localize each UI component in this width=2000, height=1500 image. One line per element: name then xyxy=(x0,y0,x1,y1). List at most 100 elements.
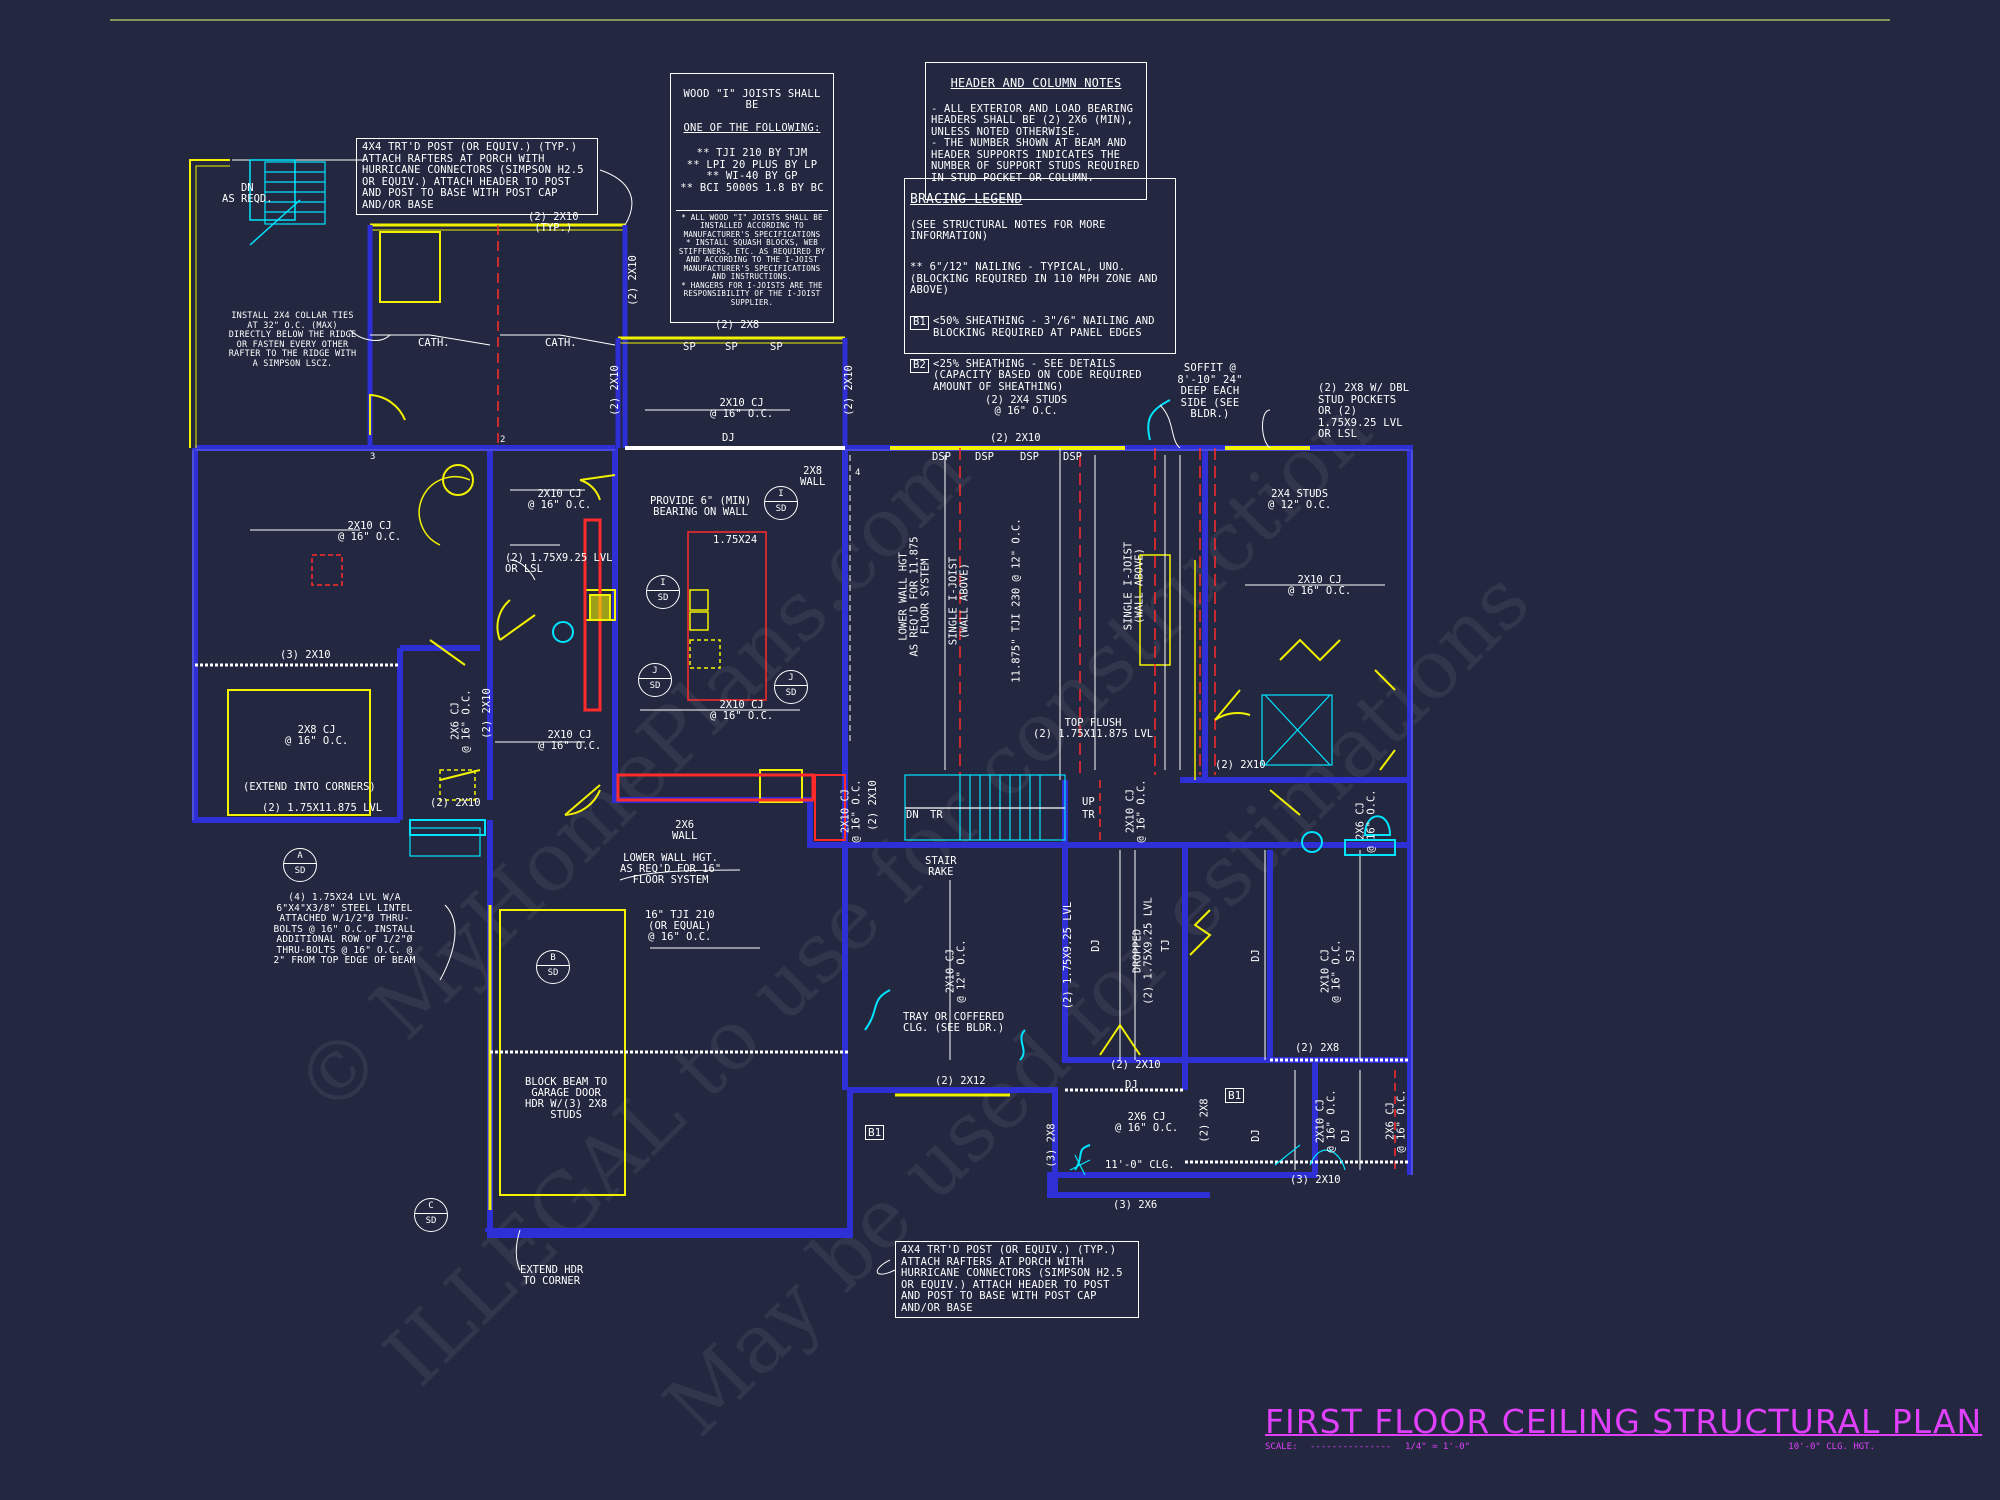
detail-6-top: B xyxy=(537,951,569,966)
label-v-2x10-cj-b: 2x10 CJ @ 16" O.C. xyxy=(1124,779,1148,843)
label-sp-1: SP xyxy=(683,341,696,353)
ceiling-height: 10'-0" CLG. HGT. xyxy=(1788,1442,1875,1452)
note-leaders xyxy=(349,169,1271,1275)
label-cj-pantry: 2x10 CJ @ 16" O.C. xyxy=(538,729,602,752)
label-dj-3: DJ xyxy=(1125,1079,1138,1091)
bracing-legend: BRACING LEGEND (SEE STRUCTURAL NOTES FOR… xyxy=(904,178,1176,392)
label-v-2x10-c: (2) 2x10 xyxy=(842,365,855,416)
label-bearing: PROVIDE 6" (MIN) BEARING ON WALL xyxy=(650,495,752,518)
ijoist-options: ** TJI 210 BY TJM ** LPI 20 PLUS BY LP *… xyxy=(680,147,824,194)
label-extend-hdr: EXTEND HDR TO CORNER xyxy=(520,1264,584,1287)
label-v-2x10-cj-stair: 2x10 CJ @ 16" O.C. xyxy=(839,779,863,843)
label-lower-wall-1: LOWER WALL HGT AS REQ'D FOR 11.875 FLOOR… xyxy=(897,536,932,657)
label-block-beam: BLOCK BEAM TO GARAGE DOOR HDR w/(3) 2x8 … xyxy=(525,1076,608,1121)
label-up: UP xyxy=(1082,796,1095,808)
label-v-cj-mb3: 2x6 CJ @ 16" O.C. xyxy=(1384,1089,1408,1153)
label-clg-11: 11'-0" CLG. xyxy=(1105,1159,1175,1171)
label-extend-corners: (EXTEND INTO CORNERS) xyxy=(243,781,376,793)
label-h-2x10-hall: (2) 2x10 xyxy=(1110,1059,1161,1071)
ijoist-heading-2: ONE OF THE FOLLOWING: xyxy=(683,122,821,134)
label-stair-rake: STAIR RAKE xyxy=(925,855,957,878)
label-cj-porch-b: 2x6 CJ @ 16" O.C. xyxy=(1115,1111,1179,1134)
detail-callout-3: J SD xyxy=(638,663,672,697)
cyan-leaders xyxy=(409,399,1396,1171)
detail-callout-5: A SD xyxy=(283,848,317,882)
header-column-heading: HEADER AND COLUMN NOTES xyxy=(950,75,1122,90)
label-h-3-2x10: (3) 2x10 xyxy=(280,649,331,661)
ijoist-note: WOOD "I" JOISTS SHALL BE ONE OF THE FOLL… xyxy=(670,73,834,323)
label-b1-b: B1 xyxy=(1225,1088,1245,1103)
label-dn: DN xyxy=(906,809,919,821)
label-tray: TRAY OR COFFERED CLG. (SEE BLDR.) xyxy=(903,1011,1005,1034)
detail-callout-2: I SD xyxy=(646,575,680,609)
detail-3-top: J xyxy=(639,664,671,679)
label-cj-left-big: 2x10 CJ @ 16" O.C. xyxy=(338,520,402,543)
label-cj-garage-top: 2x8 CJ @ 16" O.C. xyxy=(285,724,349,747)
label-dj-1: DJ xyxy=(722,432,735,444)
detail-3-bottom: SD xyxy=(649,681,661,691)
bracing-b2-text: <25% SHEATHING - SEE DETAILS (CAPACITY B… xyxy=(933,357,1142,393)
label-cath-1: CATH. xyxy=(418,337,450,349)
water-heater xyxy=(442,464,474,496)
label-v-2x6-cj: 2x6 CJ @ 16" O.C. xyxy=(449,689,473,753)
detail-1-top: I xyxy=(765,487,797,502)
detail-1-bottom: SD xyxy=(775,504,787,514)
label-cj-kitchen: 2x10 CJ @ 16" O.C. xyxy=(710,699,774,722)
detail-callout-7: C SD xyxy=(414,1198,448,1232)
detail-4-bottom: SD xyxy=(785,688,797,698)
label-tji-210: 16" TJI 210 (OR EQUAL) @ 16" O.C. xyxy=(645,909,715,943)
header-column-notes: HEADER AND COLUMN NOTES - ALL EXTERIOR A… xyxy=(925,62,1147,200)
label-tr-1: TR xyxy=(930,809,943,821)
bracing-heading: BRACING LEGEND xyxy=(910,191,1023,207)
label-studs-2x4-12: 2X4 STUDS @ 12" O.C. xyxy=(1268,488,1332,511)
bracing-sub: (SEE STRUCTURAL NOTES FOR MORE INFORMATI… xyxy=(910,218,1106,242)
detail-4-top: J xyxy=(775,671,807,686)
label-v-cj-12: 2x10 CJ @ 12" O.C. xyxy=(944,939,968,1003)
label-dsp-1: DSP xyxy=(932,451,951,463)
label-dsp-4: DSP xyxy=(1063,451,1082,463)
soffit-note: SOFFIT @ 8'-10" 24" DEEP EACH SIDE (SEE … xyxy=(1177,362,1243,420)
label-tj: TJ xyxy=(1159,939,1172,952)
label-b1-a: B1 xyxy=(865,1125,885,1140)
label-single-joist-1: SINGLE I-JOIST (WALL ABOVE) xyxy=(947,556,971,646)
label-lvl-garage: (2) 1.75x11.875 LVL xyxy=(262,802,383,814)
label-sp-2: SP xyxy=(725,341,738,353)
label-h-2x10-bath: (2) 2x10 xyxy=(1215,759,1266,771)
label-studs-2x4: (2) 2X4 STUDS @ 16" O.C. xyxy=(985,394,1068,417)
label-support-2-a: 2 xyxy=(500,435,506,445)
header-column-body: - ALL EXTERIOR AND LOAD BEARING HEADERS … xyxy=(931,102,1140,184)
label-island: 1.75x24 xyxy=(713,534,758,546)
scale-label: SCALE: xyxy=(1265,1442,1298,1452)
collar-tie-note: INSTALL 2X4 COLLAR TIES AT 32" O.C. (MAX… xyxy=(228,311,357,369)
label-tji-230: 11.875" TJI 230 @ 12" O.C. xyxy=(1010,518,1023,683)
scale-dashes: --------------- xyxy=(1310,1442,1392,1452)
label-support-4-a: 4 xyxy=(855,468,861,478)
label-v-2x10-stair: (2) 2x10 xyxy=(866,780,879,831)
detail-5-bottom: SD xyxy=(294,866,306,876)
label-dropped: DROPPED (2) 1.75x9.25 LVL xyxy=(1131,897,1155,1005)
joist-lines xyxy=(195,409,1410,1232)
label-v-2x10-a: (2) 2x10 xyxy=(626,255,639,306)
detail-callout-1: I SD xyxy=(764,486,798,520)
label-sj: SJ xyxy=(1344,949,1357,962)
label-v-2-2x8: (2) 2x8 xyxy=(1198,1098,1211,1143)
bracing-b1-tag: B1 xyxy=(910,316,930,330)
label-v-2x10-pantry: (2) 2x10 xyxy=(480,688,493,739)
label-cath-2: CATH. xyxy=(545,337,577,349)
label-sp-3: SP xyxy=(770,341,783,353)
bracing-b2-row: B2 <25% SHEATHING - SEE DETAILS (CAPACIT… xyxy=(910,357,1170,394)
label-lower-wall-2: LOWER WALL HGT. AS REQ'D FOR 16" FLOOR S… xyxy=(620,852,722,886)
label-h-2x8-mb: (2) 2x8 xyxy=(1295,1042,1340,1054)
covered-porch-framing xyxy=(615,336,848,450)
label-h-2x8-top: (2) 2x8 xyxy=(715,319,760,331)
label-h-2x10-great: (2) 2x10 xyxy=(990,432,1041,444)
label-top-flush: TOP FLUSH (2) 1.75x11.875 LVL xyxy=(1033,717,1154,740)
detail-5-top: A xyxy=(284,849,316,864)
label-tr-2: TR xyxy=(1082,809,1095,821)
label-single-joist-2: SINGLE I-JOIST (WALL ABOVE) xyxy=(1122,541,1146,631)
detail-6-bottom: SD xyxy=(547,968,559,978)
title-subline: SCALE: --------------- 1/4" = 1'-0" 10'-… xyxy=(1265,1441,1875,1455)
detail-callout-6: B SD xyxy=(536,950,570,984)
porch-post-note-bottom: 4x4 TRT'D POST (OR EQUIV.) (TYP.) ATTACH… xyxy=(895,1241,1139,1318)
label-dj-5: DJ xyxy=(1249,1129,1262,1142)
